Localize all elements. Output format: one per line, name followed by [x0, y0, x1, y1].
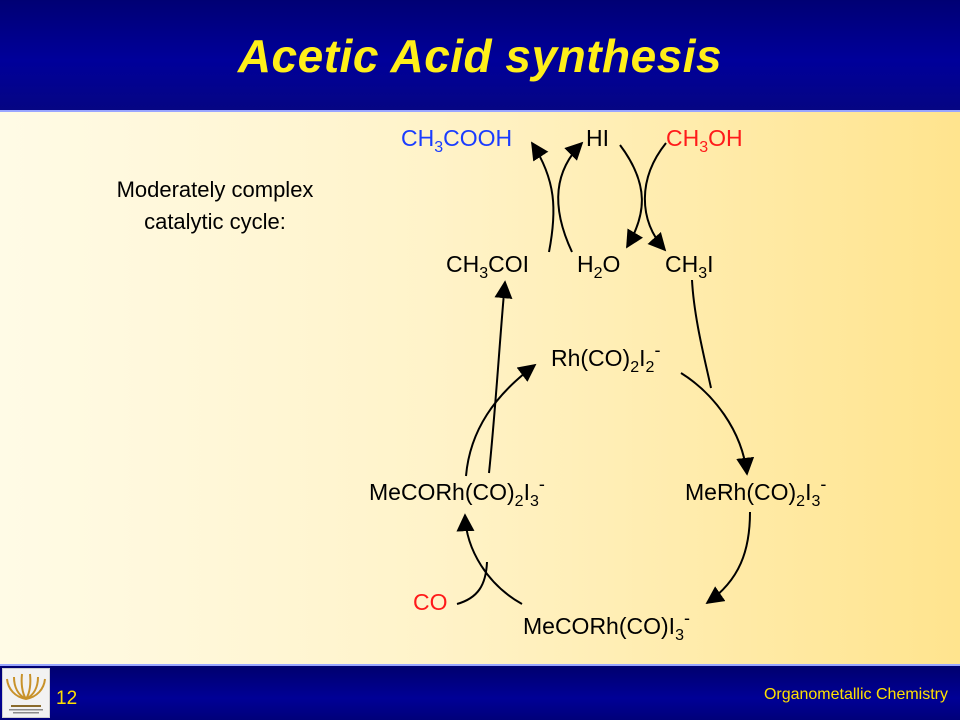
intro-line-1: Moderately complex	[116, 177, 314, 202]
footer-bar	[0, 664, 960, 720]
svg-text:Rh(CO)2I2-: Rh(CO)2I2-	[551, 340, 660, 376]
arrow-methyl-complex-to-acyl-complex	[705, 511, 751, 605]
node-carbon-monoxide: CO	[413, 589, 448, 615]
arrow-acyl-carbonyl-complex-to-catalyst	[465, 363, 537, 477]
node-methyl-iodide: CH3I	[665, 251, 714, 282]
node-methanol: CH3OH	[666, 125, 743, 156]
node-acyl-complex: MeCORh(CO)I3-	[523, 608, 690, 644]
node-methyl-complex: MeRh(CO)2I3-	[685, 474, 826, 510]
arrow-cycle-to-acetyl-iodide	[488, 280, 513, 474]
arrow-water-to-hi	[557, 141, 584, 253]
svg-text:HI: HI	[586, 125, 609, 151]
intro-text: Moderately complex catalytic cycle:	[60, 174, 370, 238]
node-acyl-carbonyl-complex: MeCORh(CO)2I3-	[369, 474, 545, 510]
node-water: H2O	[577, 251, 620, 282]
svg-text:MeCORh(CO)I3-: MeCORh(CO)I3-	[523, 608, 690, 644]
svg-text:CH3COOH: CH3COOH	[401, 125, 512, 156]
svg-text:CO: CO	[413, 589, 448, 615]
intro-line-2: catalytic cycle:	[144, 209, 286, 234]
arrow-co-into-cycle	[456, 561, 488, 605]
course-name: Organometallic Chemistry	[763, 686, 948, 703]
svg-text:MeCORh(CO)2I3-: MeCORh(CO)2I3-	[369, 474, 545, 510]
node-catalyst: Rh(CO)2I2-	[551, 340, 660, 376]
arrow-acyl-complex-to-acyl-carbonyl-complex	[456, 513, 523, 605]
node-acetic-acid: CH3COOH	[401, 125, 512, 156]
svg-text:CH3COI: CH3COI	[446, 251, 529, 282]
svg-text:CH3OH: CH3OH	[666, 125, 743, 156]
arrow-methyl-iodide-into-cycle	[691, 279, 712, 389]
svg-text:H2O: H2O	[577, 251, 620, 282]
svg-text:CH3I: CH3I	[665, 251, 714, 282]
svg-text:MeRh(CO)2I3-: MeRh(CO)2I3-	[685, 474, 826, 510]
node-acetyl-iodide: CH3COI	[446, 251, 529, 282]
node-hi: HI	[586, 125, 609, 151]
arrow-catalyst-to-methyl-complex	[680, 372, 755, 476]
slide-title: Acetic Acid synthesis	[237, 30, 723, 82]
page-number: 12	[56, 688, 78, 709]
arrow-acetyl-iodide-to-acetic-acid	[531, 141, 555, 253]
arrow-hi-to-water	[619, 144, 644, 249]
arrow-methanol-to-methyl-iodide	[643, 142, 667, 252]
logo-emblem	[6, 673, 46, 714]
title-bar: Acetic Acid synthesis	[0, 0, 960, 112]
university-logo-icon	[2, 668, 50, 718]
